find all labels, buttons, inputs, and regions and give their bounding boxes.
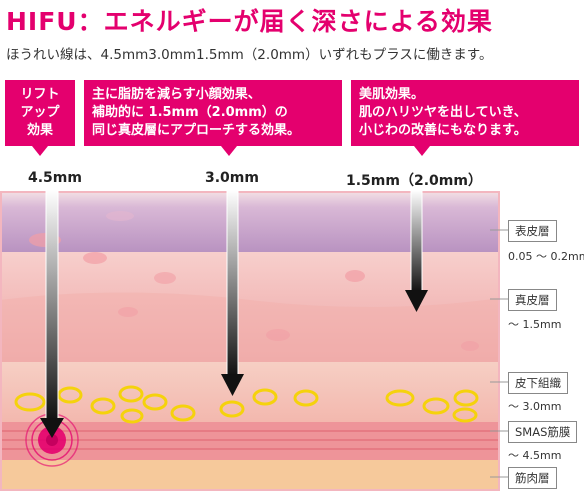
layer-range-subcutis: 〜 3.0mm [508,400,562,413]
subcutis-layer [0,362,500,422]
depth-label-4-5mm: 4.5mm [28,170,82,186]
arrow-1-5mm [405,189,428,312]
layer-label-subcutis: 皮下組織 [508,372,568,394]
callout-line: 効果 [26,123,53,138]
callout-line: 美肌効果。 [359,87,425,102]
muscle-layer [0,460,500,491]
arrow-3-0mm [221,189,244,396]
callout-skin-beauty: 美肌効果。 肌のハリツヤを出していき、 小じわの改善にもなります。 [351,80,579,156]
smas-layer [0,422,500,460]
callout-line: 主に脂肪を減らす小顔効果、 [92,87,261,102]
epidermis-layer [0,192,500,252]
layer-label-dermis: 真皮層 [508,289,557,311]
callout-line: 補助的に 1.5mm（2.0mm）の [92,105,288,120]
page-title: HIFU：エネルギーが届く深さによる効果 [6,7,493,36]
layer-range-epidermis: 0.05 〜 0.2mm [508,250,584,263]
layer-label-muscle: 筋肉層 [508,467,557,489]
layer-range-dermis: 〜 1.5mm [508,318,562,331]
callout-line: 肌のハリツヤを出していき、 [359,105,527,120]
callout-line: アップ [20,105,60,120]
page-subtitle: ほうれい線は、4.5mm3.0mm1.5mm（2.0mm）いずれもプラスに働きま… [6,47,493,63]
layer-range-smas: 〜 4.5mm [508,449,562,462]
layer-label-smas: SMAS筋膜 [508,421,578,443]
depth-label-1-5mm: 1.5mm（2.0mm） [346,173,482,189]
arrow-4-5mm [40,189,64,438]
layer-label-epidermis: 表皮層 [508,220,557,242]
callout-lift-up: リフト アップ 効果 [5,80,75,156]
callout-line: リフト [20,87,60,102]
depth-label-3-0mm: 3.0mm [205,170,259,186]
callout-line: 同じ真皮層にアプローチする効果。 [92,123,301,138]
callout-small-face: 主に脂肪を減らす小顔効果、 補助的に 1.5mm（2.0mm）の 同じ真皮層にア… [84,80,342,156]
callout-line: 小じわの改善にもなります。 [359,123,527,138]
